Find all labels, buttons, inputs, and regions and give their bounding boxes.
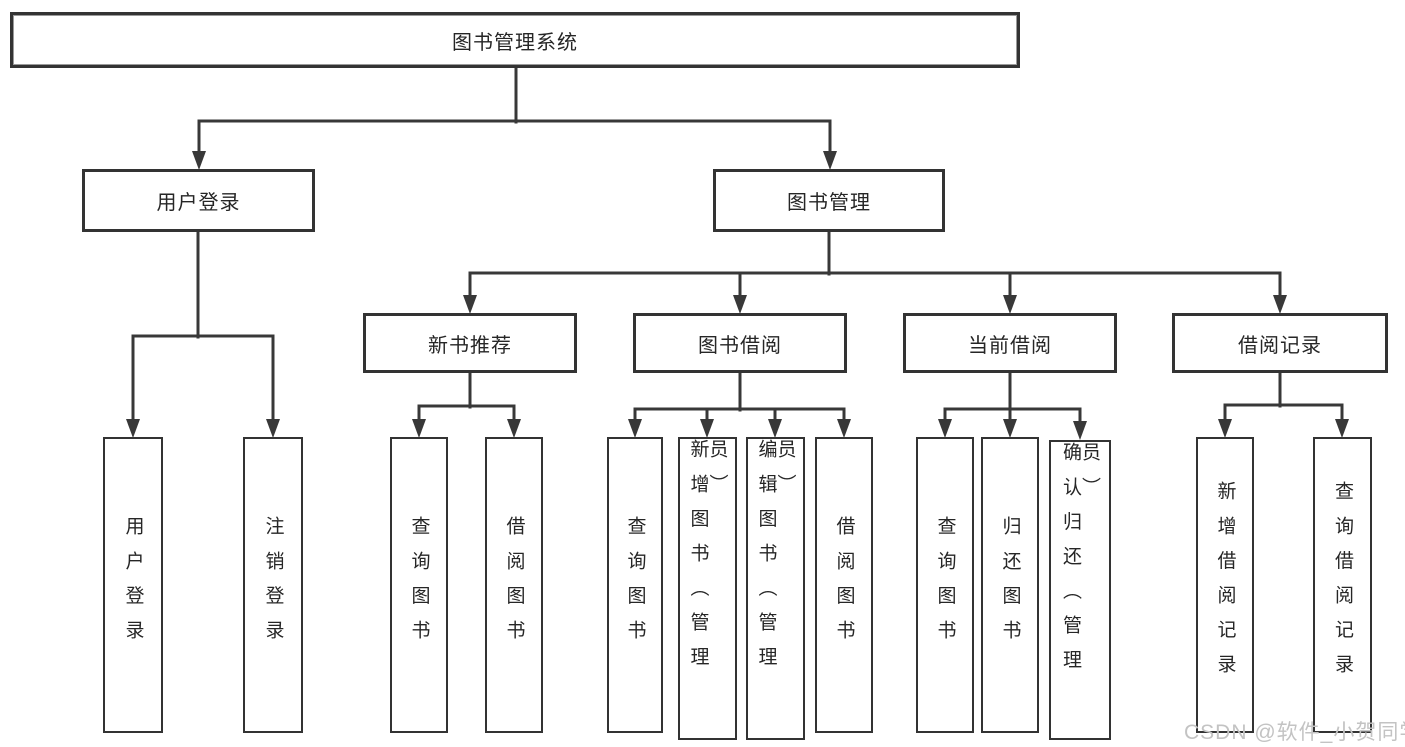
node-book-borrowing: 图书借阅 — [633, 313, 847, 373]
node-current-query-books: 查询图书 — [916, 437, 974, 733]
node-current-return-books: 归还图书 — [981, 437, 1039, 733]
watermark-text: CSDN @软件_小贺同学 — [1184, 721, 1405, 744]
node-borrowing-borrow-books: 借阅图书 — [815, 437, 873, 733]
node-borrowing-query-books: 查询图书 — [607, 437, 663, 733]
node-logout-leaf: 注销登录 — [243, 437, 303, 733]
node-current-borrowing: 当前借阅 — [903, 313, 1117, 373]
node-borrowing-edit-books-admin: 编辑图书（管理员） — [746, 437, 805, 740]
node-records-add-record: 新增借阅记录 — [1196, 437, 1254, 733]
node-records-query-record: 查询借阅记录 — [1313, 437, 1372, 733]
node-borrowing-records: 借阅记录 — [1172, 313, 1388, 373]
node-user-login: 用户登录 — [82, 169, 315, 232]
node-recommend-query-books: 查询图书 — [390, 437, 448, 733]
node-new-book-recommend: 新书推荐 — [363, 313, 577, 373]
node-book-management: 图书管理 — [713, 169, 945, 232]
node-user-login-leaf: 用户登录 — [103, 437, 163, 733]
node-library-system: 图书管理系统 — [10, 12, 1020, 68]
node-recommend-borrow-books: 借阅图书 — [485, 437, 543, 733]
node-borrowing-add-books-admin: 新增图书（管理员） — [678, 437, 737, 740]
node-current-confirm-return-admin: 确认归还（管理员） — [1049, 440, 1111, 740]
